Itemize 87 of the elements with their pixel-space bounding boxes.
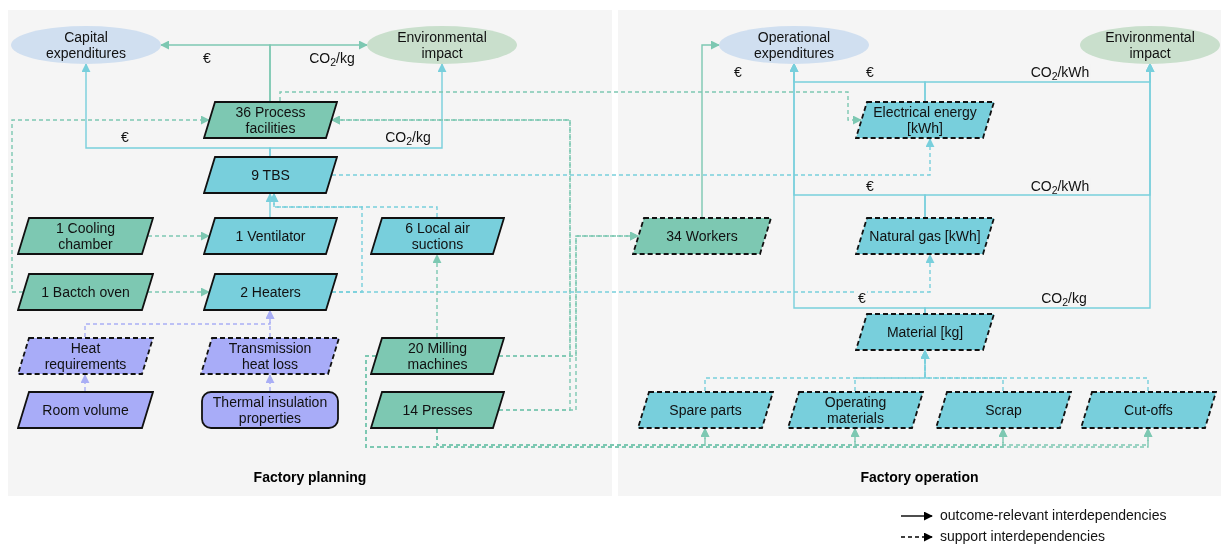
dashed-arrow — [80, 374, 90, 392]
node-label: 20 Milling machines — [406, 340, 469, 372]
dashed-arrow — [331, 115, 571, 411]
parallelogram-box — [787, 391, 924, 429]
node-label: 36 Process facilities — [234, 104, 307, 136]
parallelogram-box — [855, 313, 995, 351]
outcome-ellipse — [11, 26, 161, 64]
parallelogram-box — [855, 217, 995, 255]
dashed-arrow — [920, 350, 1149, 392]
dashed-arrow — [265, 310, 275, 338]
arrow — [701, 40, 720, 218]
section-title: Factory operation — [860, 468, 979, 487]
node-label: Heat requirements — [43, 340, 128, 372]
node-label: Scrap — [984, 402, 1023, 418]
parallelogram-box — [17, 217, 154, 255]
parallelogram-box — [1080, 391, 1217, 429]
outcome-ellipse — [367, 26, 517, 64]
node-label: 14 Presses — [401, 402, 474, 418]
parallelogram-box — [370, 391, 505, 429]
node-label: 9 TBS — [250, 167, 291, 183]
dashed-arrow — [432, 254, 442, 338]
parallelogram-box — [370, 337, 505, 375]
rounded-box — [201, 391, 339, 429]
parallelogram-box — [637, 391, 774, 429]
node-label: Thermal insulation properties — [211, 394, 329, 426]
edge-label: € — [865, 64, 875, 80]
arrow — [269, 63, 447, 157]
legend-label: support interdependencies — [940, 528, 1105, 545]
edge-label: CO$_{2}$/kg — [384, 129, 432, 145]
node-label: Natural gas [kWh] — [868, 228, 982, 244]
parallelogram-box — [17, 391, 154, 429]
parallelogram-box — [203, 217, 338, 255]
edge-label: CO$_{2}$/kg — [1040, 290, 1088, 306]
node-label: 2 Heaters — [239, 284, 302, 300]
node-label: Transmission heat loss — [227, 340, 313, 372]
parallelogram-box — [203, 101, 338, 139]
parallelogram-box — [855, 101, 995, 139]
dashed-arrow — [269, 193, 363, 293]
parallelogram-box — [17, 273, 154, 311]
parallelogram-box — [203, 156, 338, 194]
node-label: Room volume — [41, 402, 130, 418]
node-label: Operating materials — [823, 394, 888, 426]
node-label: 1 Ventilator — [234, 228, 307, 244]
parallelogram-box — [632, 217, 772, 255]
node-label: Material [kg] — [885, 324, 965, 340]
node-label: Environmental impact — [1104, 29, 1196, 61]
parallelogram-box — [370, 217, 505, 255]
parallelogram-box — [935, 391, 1072, 429]
parallelogram-box — [200, 337, 340, 375]
node-label: Capital expenditures — [44, 29, 128, 61]
arrow — [269, 40, 368, 102]
parallelogram-box — [203, 273, 338, 311]
edge-label: CO$_{2}$/kg — [308, 50, 356, 66]
dashed-arrow — [11, 115, 210, 293]
section-panel — [618, 10, 1221, 496]
dashed-arrow — [498, 231, 639, 411]
node-label: Environmental impact — [396, 29, 488, 61]
node-label: 1 Cooling chamber — [54, 220, 117, 252]
edge-label: CO$_{2}$/kWh — [1029, 64, 1091, 80]
section-title: Factory planning — [253, 468, 367, 487]
edge-label: € — [733, 64, 743, 80]
edge-label: € — [120, 129, 130, 145]
dashed-arrow — [147, 287, 210, 297]
outcome-ellipse — [1080, 26, 1220, 64]
edge-label: CO$_{2}$/kWh — [1029, 178, 1091, 194]
dashed-arrow — [147, 231, 210, 241]
node-label: Spare parts — [668, 402, 743, 418]
node-label: Electrical energy [kWh] — [872, 104, 978, 136]
section-panel — [8, 10, 612, 496]
dashed-arrow — [265, 374, 275, 392]
node-label: Operational expenditures — [752, 29, 836, 61]
edge-label: € — [857, 290, 867, 306]
dashed-arrow — [279, 91, 862, 125]
node-label: Cut-offs — [1123, 402, 1174, 418]
arrow — [924, 63, 1155, 314]
parallelogram-box — [17, 337, 154, 375]
dashed-arrow — [331, 138, 935, 176]
legend-label: outcome-relevant interdependencies — [940, 507, 1167, 524]
edge-label: € — [202, 50, 212, 66]
node-label: 6 Local air suctions — [404, 220, 471, 252]
node-label: 1 Bactch oven — [40, 284, 131, 300]
node-label: 34 Workers — [665, 228, 739, 244]
dashed-arrow — [365, 355, 1153, 448]
outcome-ellipse — [719, 26, 869, 64]
dashed-arrow — [331, 254, 935, 293]
arrow — [265, 193, 275, 218]
edge-label: € — [865, 178, 875, 194]
